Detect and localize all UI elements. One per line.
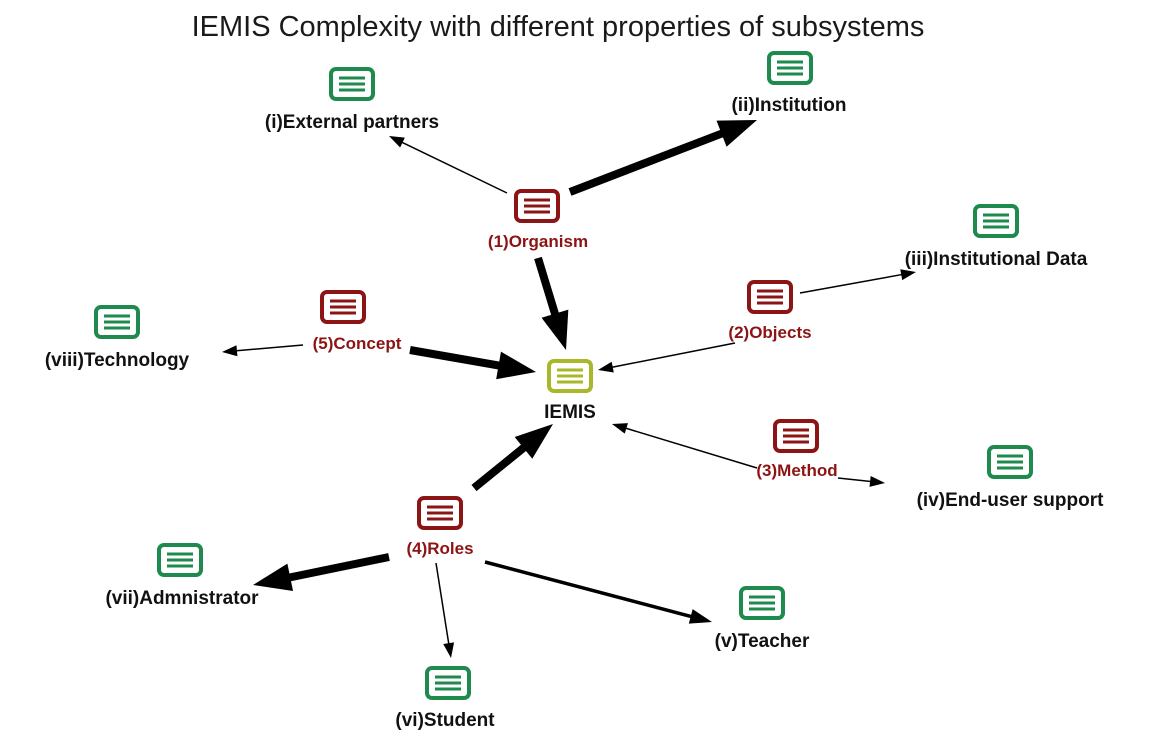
edge-method-to-iemis	[612, 423, 758, 469]
node-administrator: (vii)Admnistrator	[105, 543, 259, 609]
edge-concept-to-technology	[222, 344, 304, 357]
arrowhead	[598, 361, 614, 373]
diagram-title: IEMIS Complexity with different properti…	[192, 11, 925, 43]
edge-roles-to-administrator	[253, 553, 390, 592]
node-label: (3)Method	[756, 461, 837, 480]
list-icon	[94, 305, 140, 339]
edge-line	[534, 256, 560, 317]
edge-method-to-end_user_support	[837, 475, 885, 487]
node-concept: (5)Concept	[313, 290, 402, 353]
arrowhead	[222, 345, 238, 357]
edge-organism-to-external_partners	[389, 136, 508, 194]
edge-line	[400, 140, 508, 194]
list-icon	[767, 51, 813, 85]
arrowhead	[253, 563, 294, 592]
node-label: (vi)Student	[395, 710, 495, 731]
node-organism: (1)Organism	[488, 189, 588, 251]
edge-roles-to-iemis	[471, 424, 553, 492]
arrowhead	[716, 120, 757, 147]
arrowhead	[612, 423, 628, 434]
node-label: (viii)Technology	[45, 350, 190, 371]
list-icon	[987, 445, 1033, 479]
arrowhead	[869, 475, 885, 487]
node-iemis: IEMIS	[544, 359, 596, 423]
edge-line	[568, 129, 725, 196]
edge-concept-to-iemis	[409, 346, 536, 380]
node-roles: (4)Roles	[406, 496, 474, 558]
arrowhead	[900, 269, 916, 281]
node-objects: (2)Objects	[728, 280, 812, 342]
node-label: (ii)Institution	[731, 95, 846, 116]
edge-line	[435, 562, 450, 646]
edge-objects-to-iemis	[598, 342, 736, 373]
edge-line	[837, 477, 873, 483]
edge-line	[471, 443, 528, 492]
list-icon	[514, 189, 560, 223]
arrowhead	[496, 351, 536, 380]
node-method: (3)Method	[756, 419, 838, 480]
arrowhead	[514, 424, 553, 459]
edge-organism-to-institution	[568, 120, 757, 196]
edge-line	[624, 427, 758, 469]
node-label: (iii)Institutional Data	[905, 249, 1088, 270]
node-label: (vii)Admnistrator	[105, 588, 259, 609]
edge-line	[484, 560, 694, 619]
arrowhead	[541, 309, 569, 350]
arrowhead	[443, 642, 455, 658]
edge-organism-to-iemis	[534, 256, 569, 350]
arrowhead	[688, 609, 712, 624]
list-icon	[747, 280, 793, 314]
node-teacher: (v)Teacher	[715, 586, 810, 652]
nodes-layer: IEMIS (1)Organism (2)Objects (3)Method (4)Ro…	[45, 51, 1105, 731]
edge-line	[799, 273, 904, 294]
list-icon	[973, 204, 1019, 238]
arrowhead	[389, 136, 405, 148]
node-end-user-support: (iv)End-user support	[917, 445, 1105, 511]
edge-line	[287, 553, 390, 582]
edge-line	[610, 342, 736, 369]
list-icon	[329, 67, 375, 101]
node-label: (iv)End-user support	[917, 490, 1105, 511]
edges-layer	[222, 120, 916, 658]
edge-line	[409, 346, 502, 370]
node-label: (i)External partners	[265, 112, 439, 133]
list-icon	[157, 543, 203, 577]
edge-roles-to-teacher	[484, 560, 712, 624]
list-icon	[417, 496, 463, 530]
edge-line	[234, 344, 304, 352]
node-label: (2)Objects	[728, 323, 811, 342]
node-technology: (viii)Technology	[45, 305, 190, 371]
node-label: (v)Teacher	[715, 631, 810, 652]
list-icon	[547, 359, 593, 393]
list-icon	[773, 419, 819, 453]
edge-objects-to-institutional_data	[799, 269, 916, 294]
node-label: (4)Roles	[406, 539, 473, 558]
node-external-partners: (i)External partners	[265, 67, 439, 133]
node-label: (1)Organism	[488, 232, 588, 251]
edge-roles-to-student	[435, 562, 455, 658]
node-label: (5)Concept	[313, 334, 402, 353]
node-label: IEMIS	[544, 402, 596, 423]
node-student: (vi)Student	[395, 666, 495, 731]
list-icon	[739, 586, 785, 620]
list-icon	[425, 666, 471, 700]
list-icon	[320, 290, 366, 324]
node-institutional-data: (iii)Institutional Data	[905, 204, 1088, 270]
node-institution: (ii)Institution	[731, 51, 847, 116]
